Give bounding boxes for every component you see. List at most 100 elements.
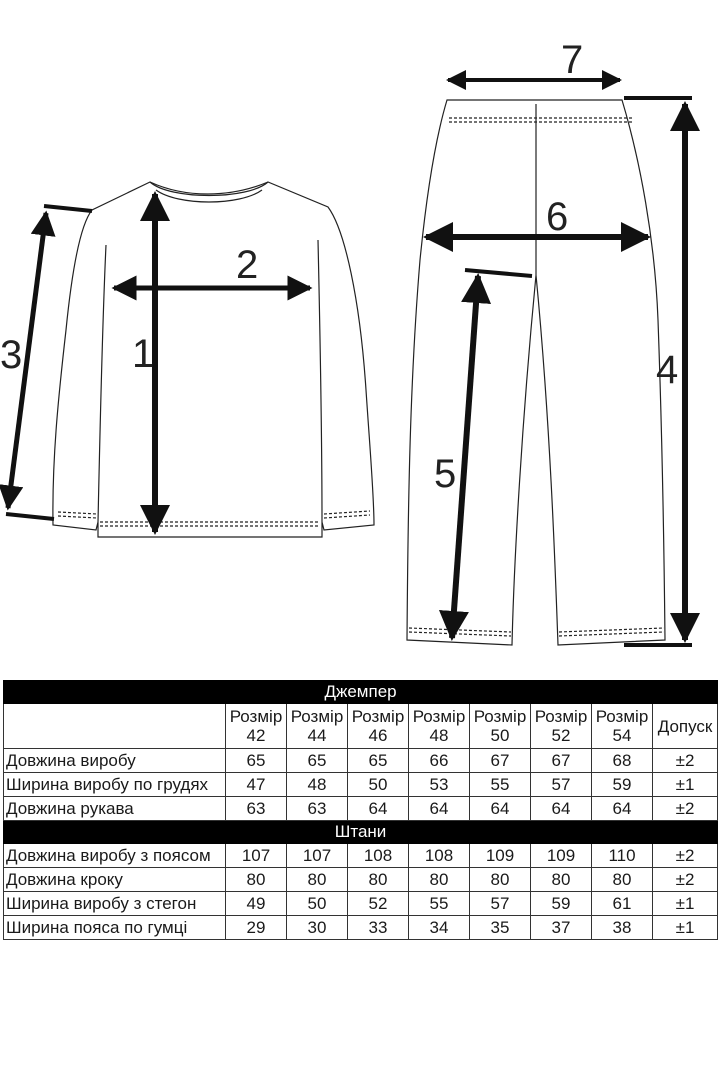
label-hip-width: 6 <box>546 195 568 239</box>
value-cell: 107 <box>286 843 348 868</box>
size-prefix: Розмір <box>534 707 588 726</box>
value-cell: 30 <box>286 915 348 940</box>
value-cell: 49 <box>225 891 287 916</box>
tolerance-cell: ±2 <box>651 867 719 892</box>
value-cell: 65 <box>347 748 409 773</box>
size-number: 52 <box>551 726 571 745</box>
pants-outline <box>406 99 666 646</box>
value-cell: 80 <box>286 867 348 892</box>
value-cell: 59 <box>530 891 592 916</box>
section-jumper-title: Джемпер <box>2 680 719 704</box>
value-cell: 55 <box>469 772 531 797</box>
row-label: Довжина кроку <box>3 867 226 892</box>
size-prefix: Розмір <box>351 707 405 726</box>
tolerance-cell: ±2 <box>651 796 719 821</box>
value-cell: 67 <box>530 748 592 773</box>
value-cell: 108 <box>408 843 470 868</box>
label-body-length: 1 <box>132 332 154 376</box>
section-jumper: Джемпер <box>2 680 719 704</box>
value-cell: 65 <box>225 748 287 773</box>
value-cell: 66 <box>408 748 470 773</box>
label-pants-length: 4 <box>656 348 678 392</box>
row-label: Довжина рукава <box>3 796 226 821</box>
value-cell: 64 <box>591 796 653 821</box>
value-cell: 48 <box>286 772 348 797</box>
size-number: 48 <box>429 726 449 745</box>
value-cell: 34 <box>408 915 470 940</box>
label-chest-width: 2 <box>236 243 258 287</box>
label-inseam: 5 <box>434 452 456 496</box>
value-cell: 80 <box>225 867 287 892</box>
value-cell: 63 <box>286 796 348 821</box>
arrow-inseam <box>438 273 492 641</box>
tolerance-cell: ±2 <box>651 748 719 773</box>
value-cell: 68 <box>591 748 653 773</box>
jumper-outline <box>52 181 375 538</box>
value-cell: 64 <box>469 796 531 821</box>
size-number: 44 <box>307 726 327 745</box>
row-label: Довжина виробу з поясом <box>3 843 226 868</box>
value-cell: 63 <box>225 796 287 821</box>
label-sleeve-length: 3 <box>0 333 22 377</box>
value-cell: 107 <box>225 843 287 868</box>
value-cell: 80 <box>469 867 531 892</box>
size-prefix: Розмір <box>473 707 527 726</box>
value-cell: 29 <box>225 915 287 940</box>
size-number: 42 <box>246 726 266 745</box>
size-number: 54 <box>612 726 632 745</box>
value-cell: 35 <box>469 915 531 940</box>
value-cell: 109 <box>530 843 592 868</box>
value-cell: 80 <box>408 867 470 892</box>
value-cell: 38 <box>591 915 653 940</box>
size-prefix: Розмір <box>229 707 283 726</box>
value-cell: 67 <box>469 748 531 773</box>
value-cell: 50 <box>286 891 348 916</box>
tolerance-cell: ±1 <box>651 772 719 797</box>
tolerance-cell: ±2 <box>651 843 719 868</box>
value-cell: 109 <box>469 843 531 868</box>
value-cell: 80 <box>530 867 592 892</box>
value-cell: 65 <box>286 748 348 773</box>
garment-measurement-diagram: 1 2 3 4 5 6 7 <box>0 38 700 647</box>
size-number: 50 <box>490 726 510 745</box>
row-label: Ширина виробу з стегон <box>3 891 226 916</box>
size-number: 46 <box>368 726 388 745</box>
tolerance-cell: ±1 <box>651 891 719 916</box>
measurement-arrows <box>0 70 700 647</box>
size-prefix: Розмір <box>290 707 344 726</box>
value-cell: 47 <box>225 772 287 797</box>
value-cell: 108 <box>347 843 409 868</box>
value-cell: 64 <box>530 796 592 821</box>
row-label: Ширина виробу по грудях <box>3 772 226 797</box>
header-empty-cell <box>3 703 226 749</box>
value-cell: 55 <box>408 891 470 916</box>
section-pants: Штани <box>2 820 719 844</box>
value-cell: 52 <box>347 891 409 916</box>
value-cell: 50 <box>347 772 409 797</box>
size-prefix: Розмір <box>595 707 649 726</box>
arrow-sleeve-length <box>0 210 56 511</box>
tolerance-header: Допуск <box>651 703 719 749</box>
value-cell: 64 <box>347 796 409 821</box>
value-cell: 57 <box>530 772 592 797</box>
label-waist-width: 7 <box>561 38 583 82</box>
tolerance-cell: ±1 <box>651 915 719 940</box>
value-cell: 59 <box>591 772 653 797</box>
value-cell: 80 <box>591 867 653 892</box>
row-label: Ширина пояса по гумці <box>3 915 226 940</box>
tick-sleeve-top <box>43 204 93 213</box>
